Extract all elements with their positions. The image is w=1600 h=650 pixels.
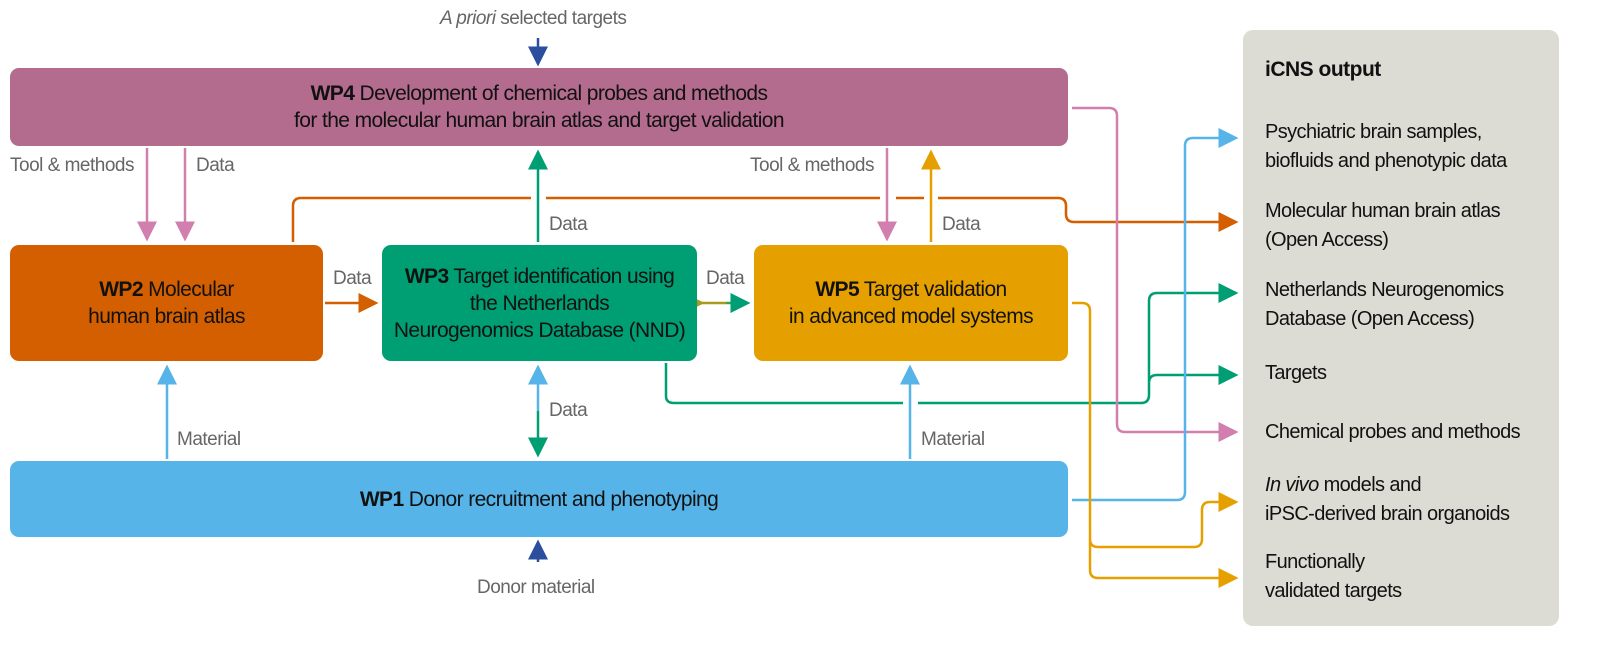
wp-code: WP4: [310, 82, 355, 105]
output-line: Targets: [1265, 362, 1327, 384]
wp-code: WP3: [404, 264, 449, 288]
wp1-samples-output-line: [1072, 128, 1239, 502]
output-line: (Open Access): [1265, 229, 1389, 251]
wp1-box: WP1 Donor recruitment and phenotyping: [10, 461, 1068, 537]
output-title: iCNS output: [1265, 58, 1381, 81]
wp-code: WP2: [99, 278, 143, 301]
output-line: models and: [1318, 474, 1422, 496]
output-line: Chemical probes and methods: [1265, 421, 1521, 443]
wp2-box: WP2 Molecular human brain atlas: [10, 245, 323, 361]
wp4-probes-output-line: [1072, 106, 1239, 442]
label-italic: A priori: [440, 8, 496, 29]
wp-title: the Netherlands: [469, 291, 610, 315]
material-label-right: Material: [921, 429, 985, 450]
data-label-wp3-wp5: Data: [706, 268, 745, 289]
output-line: validated targets: [1265, 580, 1402, 602]
output-line: Psychiatric brain samples,: [1265, 121, 1482, 143]
wp5-targets-output-line: [1072, 301, 1236, 580]
wp-title: Target identification using: [448, 264, 675, 288]
output-item: Psychiatric brain samples, biofluids and …: [1265, 118, 1507, 176]
wp-code: WP1: [359, 487, 404, 511]
output-item: Molecular human brain atlas (Open Access): [1265, 197, 1501, 255]
wp-title: in advanced model systems: [788, 305, 1034, 328]
output-item: Functionally validated targets: [1265, 548, 1402, 606]
label-text: selected targets: [495, 8, 627, 29]
output-item: Targets: [1265, 359, 1327, 388]
wp5-box: WP5 Target validation in advanced model s…: [754, 245, 1068, 361]
output-line: Molecular human brain atlas: [1265, 200, 1501, 222]
wp-title: for the molecular human brain atlas and …: [294, 109, 785, 132]
data-label-wp3-wp4: Data: [549, 214, 588, 235]
wp-title: Donor recruitment and phenotyping: [403, 487, 719, 511]
icns-output-panel: iCNS output Psychiatric brain samples, bi…: [1243, 30, 1559, 626]
tool-methods-label-right: Tool & methods: [750, 155, 874, 176]
data-label-wp1-wp3: Data: [549, 400, 588, 421]
wp3-output-line: [664, 291, 1236, 405]
data-label-wp5-wp4: Data: [942, 214, 981, 235]
material-label-left: Material: [177, 429, 241, 450]
wp3-box: WP3 Target identification using the Nethe…: [382, 245, 697, 361]
output-line: iPSC-derived brain organoids: [1265, 503, 1510, 525]
data-label-wp2-wp3: Data: [333, 268, 372, 289]
donor-material-label: Donor material: [477, 577, 595, 598]
output-line: In vivo: [1265, 474, 1319, 496]
output-line: Netherlands Neurogenomics: [1265, 279, 1504, 301]
output-item: In vivo models and iPSC-derived brain org…: [1265, 471, 1510, 529]
tool-methods-label-left: Tool & methods: [10, 155, 134, 176]
wp4-box: WP4 Development of chemical probes and m…: [10, 68, 1068, 146]
output-line: biofluids and phenotypic data: [1265, 150, 1507, 172]
wp-code: WP5: [815, 278, 860, 301]
wp-title: human brain atlas: [88, 305, 245, 328]
output-line: Functionally: [1265, 551, 1365, 573]
wp2-atlas-output-line: [291, 196, 1236, 242]
a-priori-targets-label: A priori selected targets: [440, 8, 627, 30]
output-line: Database (Open Access): [1265, 308, 1475, 330]
output-item: Chemical probes and methods: [1265, 418, 1521, 447]
data-label-wp4-wp2: Data: [196, 155, 235, 176]
wp-title: Target validation: [859, 278, 1007, 301]
wp-title: Molecular: [142, 278, 234, 301]
wp-title: Neurogenomics Database (NND): [393, 318, 686, 342]
wp-title: Development of chemical probes and metho…: [354, 82, 768, 105]
